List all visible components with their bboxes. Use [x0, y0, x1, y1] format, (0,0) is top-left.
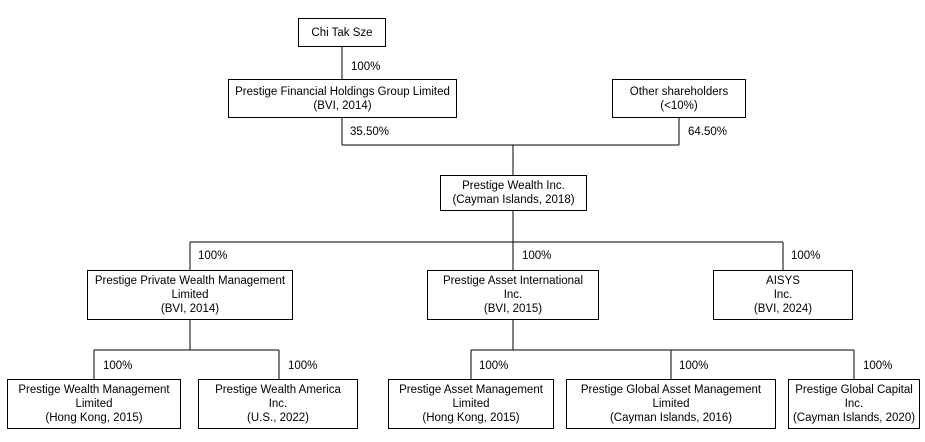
entity-pgc-type: Inc.: [844, 398, 864, 410]
entity-prestige-wealth-jurisdiction: (Cayman Islands, 2018): [452, 194, 575, 206]
entity-ppwm-jurisdiction: (BVI, 2014): [160, 303, 220, 315]
entity-aisys: AISYS Inc. (BVI, 2024): [713, 270, 853, 320]
entity-pgam-name: Prestige Global Asset Management: [580, 384, 762, 396]
entity-pai: Prestige Asset International Inc. (BVI, …: [427, 270, 599, 320]
entity-pwm-hk-jurisdiction: (Hong Kong, 2015): [45, 412, 143, 424]
entity-other-shareholders: Other shareholders (<10%): [612, 79, 746, 118]
pct-pw-to-pai: 100%: [522, 250, 552, 262]
entity-pfhg: Prestige Financial Holdings Group Limite…: [228, 79, 457, 118]
entity-pgc-name: Prestige Global Capital: [795, 384, 913, 396]
entity-pwa-jurisdiction: (U.S., 2022): [247, 412, 309, 424]
entity-ppwm-name: Prestige Private Wealth Management: [94, 275, 286, 287]
entity-chi-tak-sze-name: Chi Tak Sze: [311, 26, 373, 39]
pct-pai-to-pgam: 100%: [679, 360, 709, 372]
entity-pwa: Prestige Wealth America Inc. (U.S., 2022…: [198, 379, 358, 429]
entity-aisys-type: Inc.: [773, 289, 793, 301]
entity-pwa-type: Inc.: [268, 398, 288, 410]
entity-prestige-wealth-name: Prestige Wealth Inc.: [462, 180, 565, 192]
pct-pw-to-ppwm: 100%: [198, 250, 228, 262]
entity-pai-jurisdiction: (BVI, 2015): [483, 303, 543, 315]
pct-pw-to-aisys: 100%: [791, 250, 821, 262]
entity-pfhg-jurisdiction: (BVI, 2014): [313, 99, 372, 112]
pct-pai-to-pgc: 100%: [863, 360, 893, 372]
entity-other-shareholders-name: Other shareholders: [629, 85, 729, 98]
pct-chi-to-pfhg: 100%: [351, 61, 381, 73]
entity-prestige-wealth: Prestige Wealth Inc. (Cayman Islands, 20…: [440, 175, 587, 211]
entity-aisys-name: AISYS: [766, 275, 800, 287]
pct-pai-to-pam-hk: 100%: [479, 360, 509, 372]
pct-other-to-pw: 64.50%: [688, 126, 728, 138]
pct-ppwm-to-pwa: 100%: [288, 360, 318, 372]
entity-pgc: Prestige Global Capital Inc. (Cayman Isl…: [788, 379, 920, 429]
entity-pgam: Prestige Global Asset Management Limited…: [566, 379, 776, 429]
entity-pai-name: Prestige Asset International: [443, 275, 583, 287]
entity-pgam-type: Limited: [652, 398, 690, 410]
entity-pwa-name: Prestige Wealth America: [215, 384, 341, 396]
pct-pfhg-to-pw: 35.50%: [350, 126, 390, 138]
entity-pam-hk-name: Prestige Asset Management: [399, 384, 543, 396]
entity-pgam-jurisdiction: (Cayman Islands, 2016): [609, 412, 733, 424]
entity-pwm-hk: Prestige Wealth Management Limited (Hong…: [7, 379, 181, 429]
entity-ppwm-type: Limited: [171, 289, 209, 301]
entity-pfhg-name: Prestige Financial Holdings Group Limite…: [235, 85, 450, 98]
pct-ppwm-to-pwm-hk: 100%: [103, 360, 133, 372]
entity-other-shareholders-note: (<10%): [660, 99, 698, 112]
entity-pam-hk-jurisdiction: (Hong Kong, 2015): [422, 412, 520, 424]
entity-pam-hk: Prestige Asset Management Limited (Hong …: [388, 379, 554, 429]
entity-pwm-hk-type: Limited: [75, 398, 113, 410]
entity-ppwm: Prestige Private Wealth Management Limit…: [87, 270, 293, 320]
entity-pai-type: Inc.: [503, 289, 523, 301]
entity-pwm-hk-name: Prestige Wealth Management: [18, 384, 170, 396]
entity-pam-hk-type: Limited: [452, 398, 490, 410]
entity-pgc-jurisdiction: (Cayman Islands, 2020): [792, 412, 916, 424]
entity-aisys-jurisdiction: (BVI, 2024): [753, 303, 813, 315]
entity-chi-tak-sze: Chi Tak Sze: [298, 18, 386, 47]
